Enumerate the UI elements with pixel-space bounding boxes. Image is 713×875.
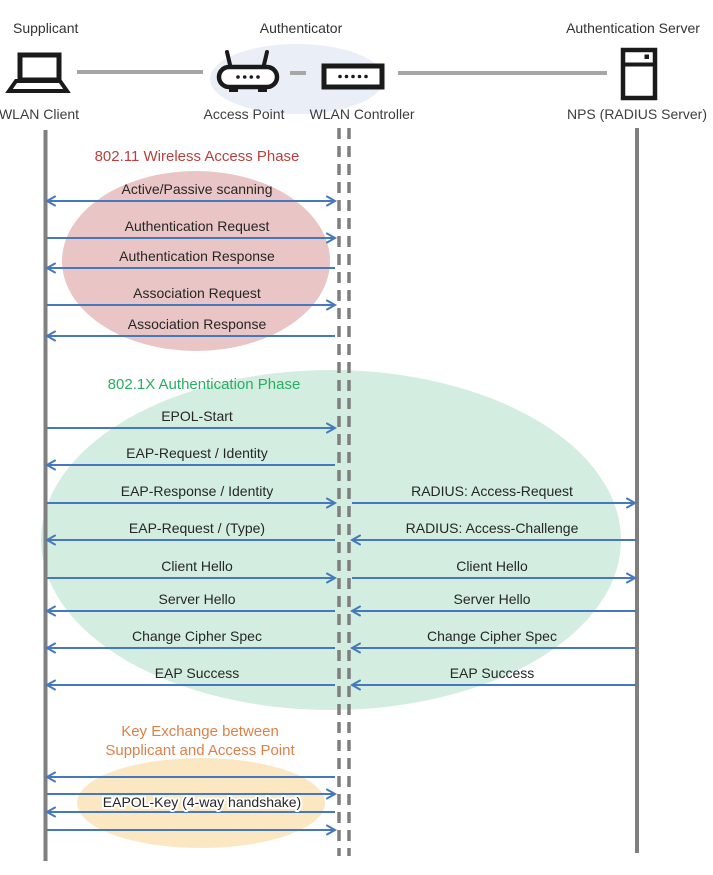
phase3-title-line2: Supplicant and Access Point <box>105 742 295 759</box>
label-auth-request: Authentication Request <box>125 218 270 234</box>
label-scanning: Active/Passive scanning <box>122 181 273 197</box>
supplicant-role-label: Supplicant <box>13 20 78 36</box>
nps-label: NPS (RADIUS Server) <box>567 106 707 122</box>
server-icon <box>620 47 658 101</box>
label-eap-success-left: EAP Success <box>155 665 240 681</box>
phase3-title-line1: Key Exchange between <box>121 723 279 740</box>
label-eap-request-identity: EAP-Request / Identity <box>126 445 268 461</box>
label-client-hello-left: Client Hello <box>161 558 233 574</box>
label-auth-response: Authentication Response <box>119 248 275 264</box>
label-server-hello-left: Server Hello <box>158 591 235 607</box>
laptop-icon <box>5 52 71 93</box>
label-radius-access-request: RADIUS: Access-Request <box>411 483 573 499</box>
label-client-hello-right: Client Hello <box>456 558 528 574</box>
phase3-ellipse <box>77 758 325 848</box>
label-server-hello-right: Server Hello <box>453 591 530 607</box>
phase2-title: 802.1X Authentication Phase <box>108 376 301 393</box>
label-eap-success-right: EAP Success <box>450 665 535 681</box>
access-point-icon <box>216 50 280 92</box>
wlan-controller-label: WLAN Controller <box>309 106 414 122</box>
authenticator-role-label: Authenticator <box>260 20 343 36</box>
label-epol-start: EPOL-Start <box>161 408 233 424</box>
label-eap-response-identity: EAP-Response / Identity <box>121 483 274 499</box>
auth-server-role-label: Authentication Server <box>566 20 700 36</box>
label-radius-access-challenge: RADIUS: Access-Challenge <box>406 520 579 536</box>
wlan-controller-icon <box>321 63 385 90</box>
access-point-label: Access Point <box>204 106 285 122</box>
authenticator-group-ellipse <box>210 44 384 114</box>
label-change-cipher-right: Change Cipher Spec <box>427 628 557 644</box>
wlan-client-label: WLAN Client <box>0 106 79 122</box>
label-assoc-request: Association Request <box>133 285 261 301</box>
phase1-title: 802.11 Wireless Access Phase <box>95 148 300 165</box>
label-change-cipher-left: Change Cipher Spec <box>132 628 262 644</box>
label-eapol-key: EAPOL-Key (4-way handshake) <box>103 794 301 810</box>
label-assoc-response: Association Response <box>128 316 267 332</box>
label-eap-request-type: EAP-Request / (Type) <box>129 520 265 536</box>
